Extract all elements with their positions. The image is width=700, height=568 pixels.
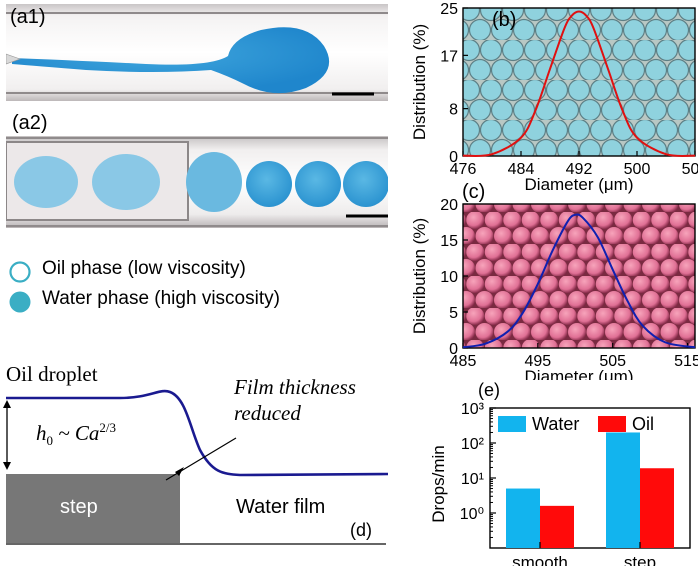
panel-b-x-tick-label: 476 — [450, 161, 477, 178]
panel-c-distribution-curve — [462, 213, 696, 349]
panel-e-legend-swatch — [498, 416, 526, 432]
panel-a1-label: (a1) — [10, 6, 46, 28]
legend-item-water: Water phase (high viscosity) — [8, 288, 388, 314]
legend-water-label: Water phase (high viscosity) — [42, 288, 280, 309]
hollow-circle-icon — [9, 261, 31, 283]
panel-c-y-tick-label: 20 — [440, 197, 458, 214]
step-label: step — [60, 496, 98, 518]
oil-droplet-label: Oil droplet — [6, 362, 98, 386]
panel-b-panel-label: (b) — [492, 9, 516, 31]
panel-a1: (a1) — [6, 4, 388, 101]
panel-c-y-axis-label: Distribution (%) — [410, 218, 429, 334]
panel-d-label: (d) — [350, 520, 372, 540]
panel-b-y-tick-label: 0 — [449, 149, 458, 166]
water-film-label: Water film — [236, 496, 326, 518]
panel-c-y-tick-label: 0 — [449, 341, 458, 358]
panel-e-y-tick-label: 10³ — [461, 401, 485, 418]
panel-b-x-tick-label: 484 — [508, 161, 535, 178]
panel-a2: (a2) — [6, 112, 388, 228]
panel-c-y-tick-label: 15 — [440, 233, 458, 250]
panel-b-y-axis-label: Distribution (%) — [410, 24, 429, 140]
panel-b-x-axis-label: Diameter (μm) — [525, 175, 634, 194]
panel-e-legend-label: Oil — [632, 414, 654, 434]
panel-b-x-tick-label: 508 — [682, 161, 698, 178]
droplet-interface-curve — [6, 389, 389, 477]
panel-e-x-tick-label: step — [624, 553, 656, 566]
panel-c-x-tick-label: 495 — [524, 353, 551, 370]
panel-e-legend-label: Water — [532, 414, 579, 434]
a1-droplet-photo — [6, 4, 388, 101]
panel-c-x-axis-label: Diameter (μm) — [525, 367, 634, 380]
panel-c-y-tick-label: 5 — [449, 305, 458, 322]
panel-c-x-tick-label: 485 — [450, 353, 477, 370]
panel-c-x-tick-label: 505 — [599, 353, 626, 370]
panel-e-bar — [506, 488, 540, 548]
panel-e-y-tick-label: 10⁰ — [460, 506, 484, 523]
panel-e-y-tick-label: 10¹ — [461, 471, 484, 488]
panel-e-panel-label: (e) — [478, 380, 500, 400]
panel-c-x-tick-label: 515 — [674, 353, 698, 370]
panel-d: Oil droplet h0 ~ Ca2/3 Film thickness re… — [0, 350, 392, 555]
panel-b-x-tick-label: 500 — [624, 161, 651, 178]
panel-e-bar — [640, 468, 674, 548]
panel-a2-label: (a2) — [12, 112, 48, 134]
h0-scaling-label: h0 ~ Ca2/3 — [36, 420, 116, 449]
filled-circle-icon — [9, 291, 31, 313]
panel-e-y-axis-label: Drops/min — [429, 445, 448, 522]
panel-e-y-tick-label: 10² — [461, 436, 485, 453]
panel-e-legend-swatch — [598, 416, 626, 432]
panel-c-panel-label: (c) — [462, 181, 485, 203]
panel-b-droplet-photo — [463, 8, 695, 156]
step-block — [6, 474, 180, 544]
panel-c-droplet-photo — [463, 204, 695, 348]
phase-legend: Oil phase (low viscosity) Water phase (h… — [8, 254, 388, 318]
legend-item-oil: Oil phase (low viscosity) — [8, 258, 388, 284]
film-schematic — [3, 389, 389, 545]
panel-e-bar — [540, 505, 574, 548]
a1-water-droplet — [12, 27, 330, 94]
panel-b-distribution-curve — [462, 10, 696, 157]
panel-b-y-tick-label: 17 — [440, 48, 458, 65]
film-thickness-label: Film thickness reduced — [234, 375, 356, 425]
panel-b-y-tick-label: 25 — [440, 1, 458, 18]
legend-oil-label: Oil phase (low viscosity) — [42, 258, 246, 279]
panel-b-y-tick-label: 8 — [449, 102, 458, 119]
a2-droplet-train-photo — [6, 136, 388, 228]
panel-b-x-tick-label: 492 — [566, 161, 593, 178]
panel-e-x-tick-label: smooth — [512, 553, 568, 566]
panel-c-y-tick-label: 10 — [440, 269, 458, 286]
panel-e-bar — [606, 432, 640, 548]
